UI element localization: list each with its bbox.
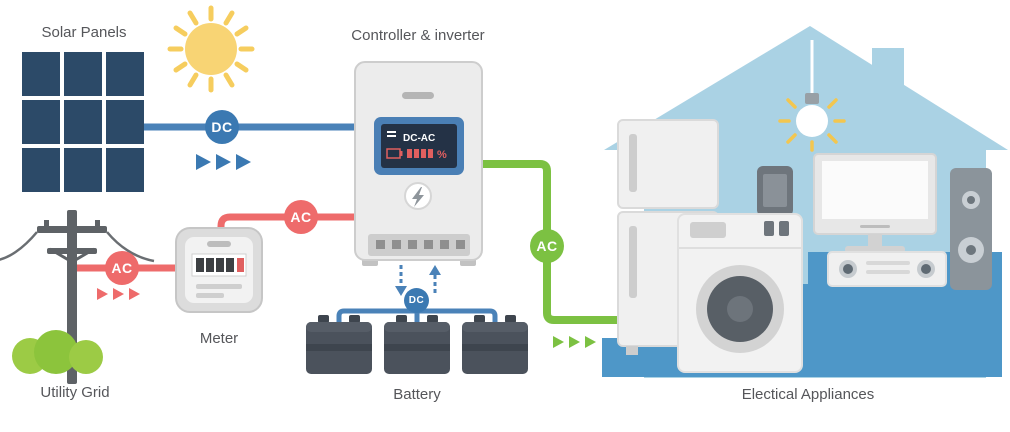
badge-ac-house: AC <box>530 229 564 263</box>
speaker-tower <box>950 168 992 290</box>
menu-icon <box>387 131 396 133</box>
label-meter: Meter <box>199 330 239 347</box>
segment-digits-icon <box>407 149 433 158</box>
ac-flow-arrows-grid-icon <box>97 288 140 300</box>
badge-dc-solar: DC <box>205 110 239 144</box>
dc-flow-arrows-icon <box>196 154 251 170</box>
solar-panel-array <box>22 52 144 192</box>
badge-ac-meter: AC <box>284 200 318 234</box>
television <box>813 153 937 253</box>
display-mode-text: DC-AC <box>403 133 435 144</box>
label-utility-grid: Utility Grid <box>40 384 110 401</box>
smartphone <box>757 166 793 216</box>
battery-unit <box>384 315 450 374</box>
badge-dc-battery: DC <box>404 288 429 313</box>
ac-line-meter-to-controller <box>217 213 356 234</box>
meter-device <box>175 227 263 313</box>
controller-display: DC-AC % <box>374 117 464 175</box>
detergent-drawer <box>690 222 726 238</box>
label-controller-inverter: Controller & inverter <box>351 27 485 44</box>
battery-bank <box>306 315 528 374</box>
badge-ac-grid: AC <box>105 251 139 285</box>
bush-icon <box>12 330 103 374</box>
battery-unit <box>462 315 528 374</box>
lightning-icon <box>412 187 424 207</box>
sun-icon <box>167 5 255 93</box>
ac-flow-arrows-house-icon <box>553 336 596 348</box>
label-solar-panels: Solar Panels <box>41 24 127 41</box>
label-battery: Battery <box>393 386 441 403</box>
label-electrical-appliances: Electical Appliances <box>741 386 875 403</box>
controller-inverter-device: DC-AC % <box>354 61 483 266</box>
washer-button <box>764 221 774 236</box>
display-percent-text: % <box>437 149 447 161</box>
battery-unit <box>306 315 372 374</box>
washer-button <box>779 221 789 236</box>
dc-line-solar-to-controller <box>144 123 356 170</box>
light-bulb-icon <box>778 40 846 152</box>
stereo-receiver <box>827 251 947 287</box>
washing-machine <box>677 213 803 373</box>
